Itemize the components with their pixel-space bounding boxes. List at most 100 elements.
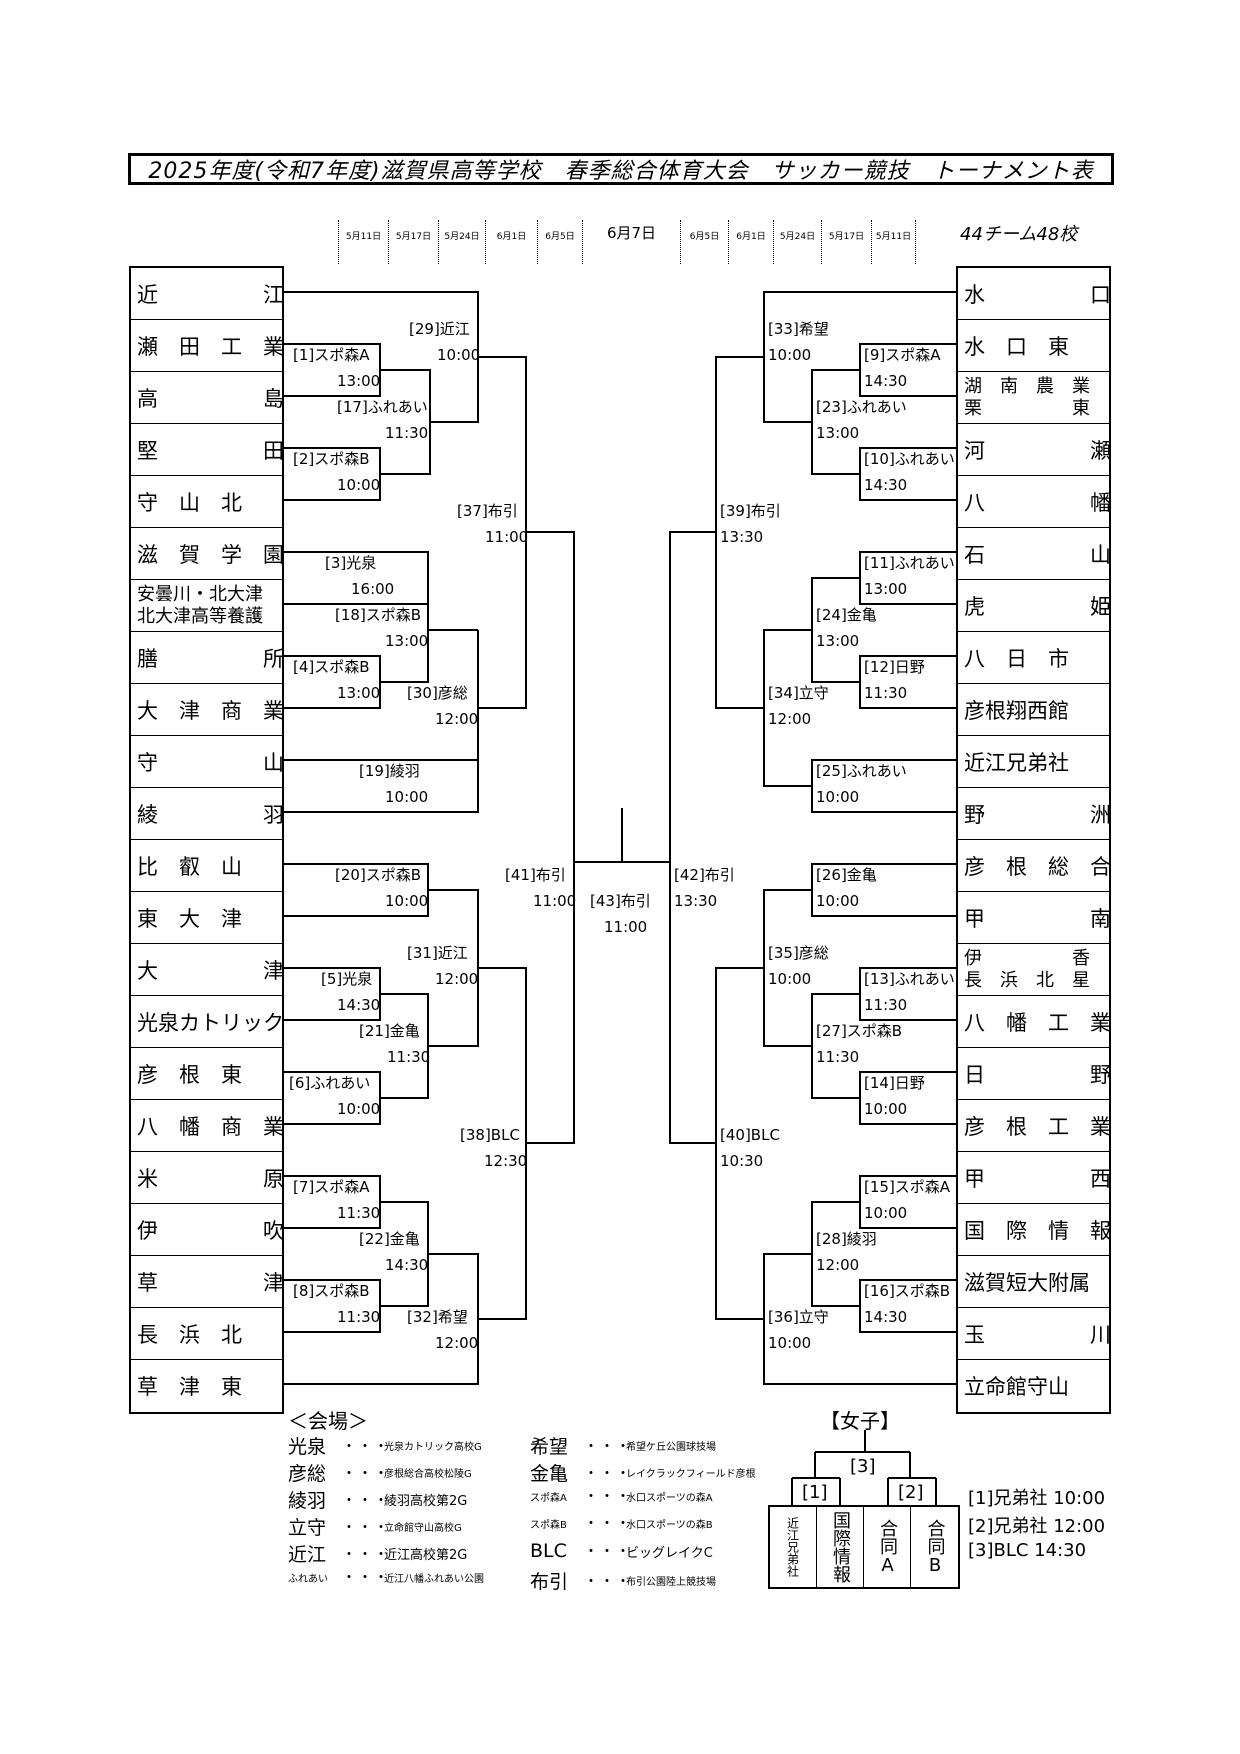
women-match-3: [3] [850,1456,876,1477]
women-team-cell: 国際情報 [817,1507,864,1587]
team-cell: 比 叡 山 [131,840,282,892]
team-cell: 玉 川 [958,1308,1109,1360]
team-cell: 八 日 市 [958,632,1109,684]
team-cell: 甲 南 [958,892,1109,944]
team-cell: 虎 姫 [958,580,1109,632]
team-cell: 立命館守山 [964,1375,1069,1399]
date-label: 5月17日 [388,220,438,264]
page-title: 2025年度(令和7年度)滋賀県高等学校 春季総合体育大会 サッカー競技 トーナ… [128,153,1114,185]
women-schedule-item: [3]BLC 14:30 [968,1540,1087,1561]
team-cell: 国 際 情 報 [958,1204,1109,1256]
venue-row: スポ森B・・・水口スポーツの森B [530,1516,713,1532]
team-cell: 瀬 田 工 業 [131,320,282,372]
women-schedule-item: [2]兄弟社 12:00 [968,1516,1106,1537]
left-team-list: 近 江 瀬 田 工 業 高 島 堅 田 守 山 北 滋 賀 学 園 安曇川・北大… [129,266,284,1414]
venue-row: ふれあい・・・近江八幡ふれあい公園 [288,1570,484,1586]
venue-row: 彦総・・・彦根総合高校松陵G [288,1463,472,1485]
team-cell: 米 原 [131,1152,282,1204]
team-cell: 滋 賀 学 園 [131,528,282,580]
venue-row: 金亀・・・レイクラックフィールド彦根 [530,1463,756,1485]
venue-row: 光泉・・・光泉カトリック高校G [288,1436,482,1458]
venue-legend-title: ＜会場＞ [288,1409,368,1433]
team-cell: 膳 所 [131,632,282,684]
team-cell: 彦 根 工 業 [958,1100,1109,1152]
team-cell: 草 津 東 [137,1375,242,1399]
date-label: 5月11日 [338,220,388,264]
team-cell: 甲 西 [958,1152,1109,1204]
team-cell: 守 山 北 [131,476,282,528]
team-cell: 日 野 [958,1048,1109,1100]
date-label: 6月1日 [728,220,773,264]
team-cell: 八 幡 商 業 [131,1100,282,1152]
team-cell: 大 津 [131,944,282,996]
team-cell: 守 山 [131,736,282,788]
women-team-cell: 合同B [924,1518,946,1576]
date-final: 6月7日 [582,220,680,264]
team-cell: 水 口 [958,268,1109,320]
team-cell: 近江兄弟社 [958,736,1109,788]
women-match-2: [2] [898,1482,924,1503]
date-label: 6月5日 [537,220,582,264]
venue-row: 希望・・・希望ケ丘公園球技場 [530,1436,716,1458]
team-cell: 堅 田 [131,424,282,476]
team-cell: 近 江 [131,268,282,320]
women-team-cell: 近江兄弟社 [770,1507,817,1587]
women-title: 【女子】 [820,1409,900,1433]
women-match-1: [1] [802,1482,828,1503]
team-cell: 安曇川・北大津 北大津高等養護 [131,580,282,632]
team-cell: 八 幡 工 業 [958,996,1109,1048]
team-cell: 彦根翔西館 [958,684,1109,736]
team-cell: 草 津 [131,1256,282,1308]
team-cell: 滋賀短大附属 [958,1256,1109,1308]
date-label: 5月24日 [438,220,485,264]
team-cell: 光泉カトリック [131,996,282,1048]
venue-legend: ＜会場＞ [288,1405,368,1434]
team-cell: 綾 羽 [131,788,282,840]
date-label: 5月11日 [871,220,916,264]
venue-row: 近江・・・近江高校第2G [288,1544,468,1566]
women-team-cell: 合同A [864,1507,911,1587]
venue-row: スポ森A・・・水口スポーツの森A [530,1489,713,1505]
team-cell: 東 大 津 [131,892,282,944]
date-label: 5月17日 [821,220,871,264]
women-team-box: 近江兄弟社 国際情報 合同A 合同B [768,1505,960,1589]
team-cell: 河 瀬 [958,424,1109,476]
venue-row: 布引・・・布引公園陸上競技場 [530,1571,716,1593]
team-cell: 伊 香 長 浜 北 星 [958,944,1109,996]
team-cell: 彦 根 総 合 [958,840,1109,892]
team-cell: 水 口 東 [958,320,1109,372]
